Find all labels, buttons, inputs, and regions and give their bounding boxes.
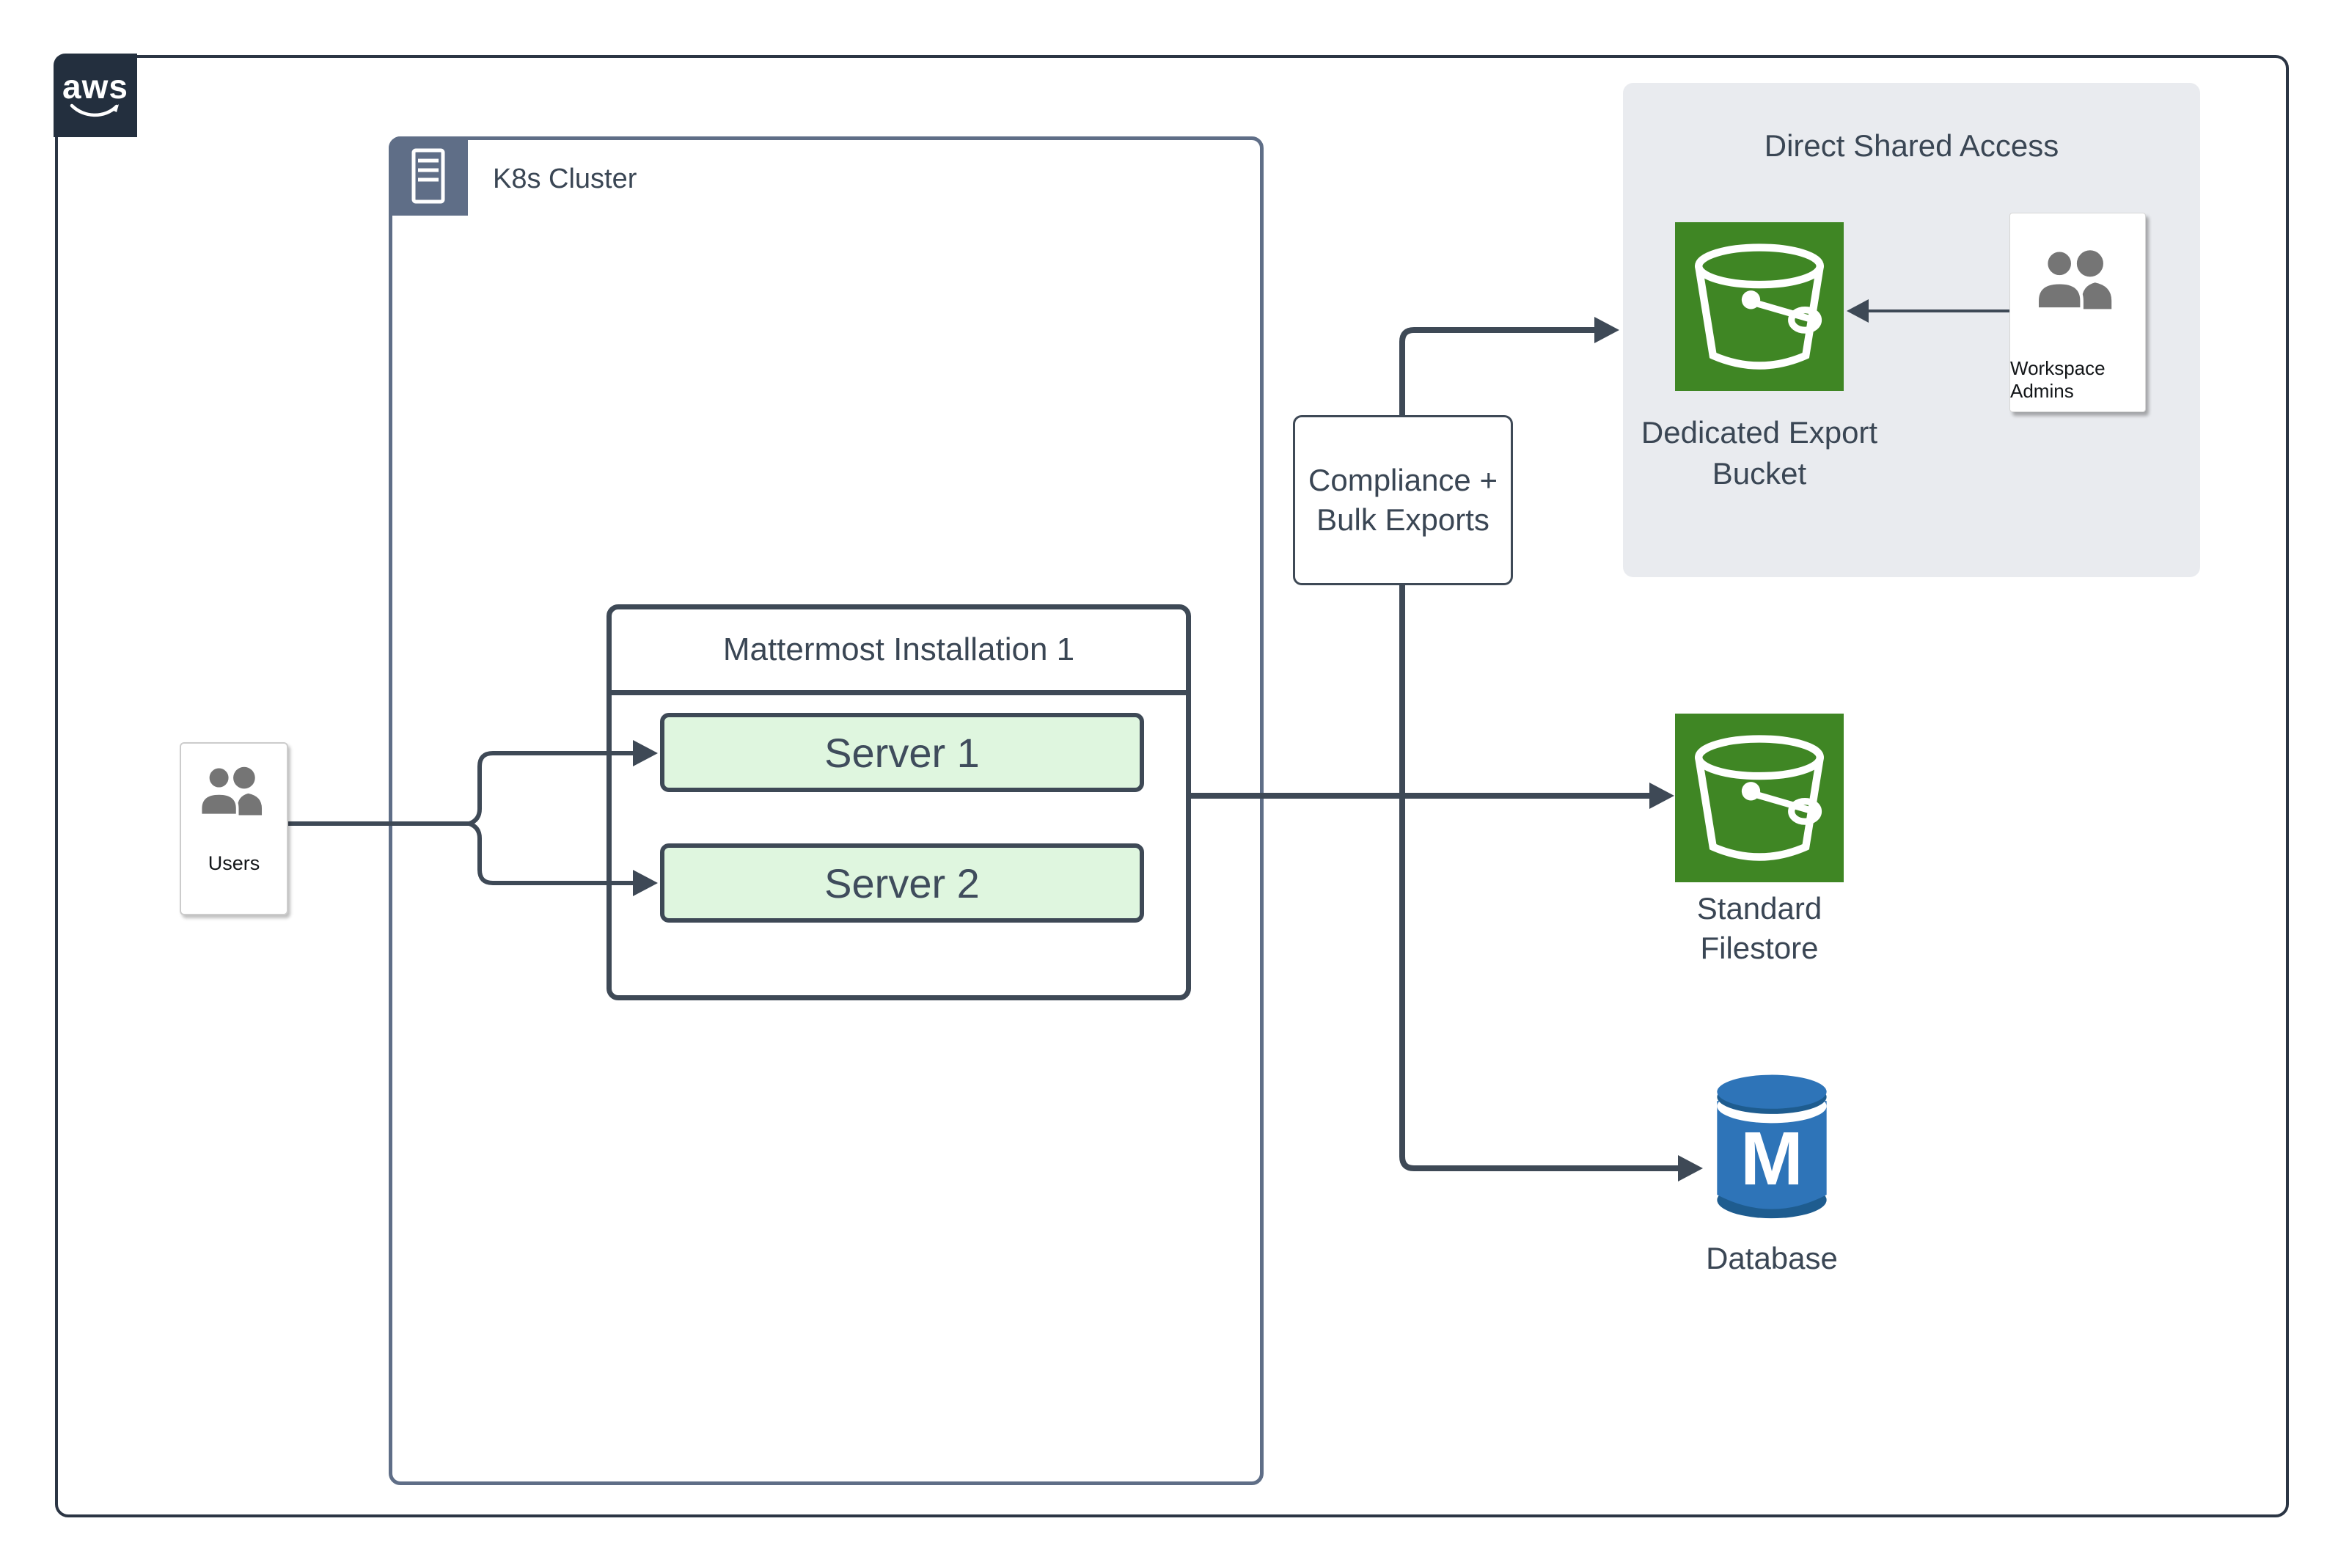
dedicated-export-bucket-label: Dedicated Export Bucket: [1576, 412, 1943, 494]
mattermost-installation-title: Mattermost Installation 1: [722, 631, 1075, 667]
users-card: Users: [180, 742, 288, 915]
workspace-admins-label: Workspace Admins: [2010, 357, 2106, 402]
server-rack-icon: [411, 148, 445, 204]
workspace-admins-card: Workspace Admins: [2009, 213, 2146, 412]
compliance-label-line1: Compliance +: [1308, 463, 1498, 497]
aws-smile-icon: [70, 103, 119, 117]
server-1-box: Server 1: [660, 713, 1144, 792]
server-2-box: Server 2: [660, 843, 1144, 923]
k8s-cluster-tab: [389, 136, 468, 216]
s3-bucket-icon-dedicated-export: [1675, 222, 1844, 391]
compliance-bulk-exports-box: Compliance + Bulk Exports: [1293, 415, 1513, 585]
k8s-cluster-label: K8s Cluster: [493, 164, 637, 194]
server-2-label: Server 2: [824, 860, 980, 906]
dedicated-export-bucket-label-line2: Bucket: [1712, 456, 1807, 491]
standard-filestore-label-line2: Filestore: [1700, 931, 1819, 965]
server-1-label: Server 1: [824, 729, 980, 776]
s3-bucket-icon-standard-filestore: [1675, 714, 1844, 882]
users-icon: [199, 765, 263, 817]
dedicated-export-bucket-label-line1: Dedicated Export: [1641, 415, 1878, 450]
standard-filestore-label-line1: Standard: [1696, 891, 1822, 926]
standard-filestore-label: Standard Filestore: [1576, 889, 1943, 968]
mattermost-installation-header: Mattermost Installation 1: [612, 609, 1186, 695]
compliance-label-line2: Bulk Exports: [1316, 502, 1489, 537]
users-label: Users: [208, 852, 260, 874]
mattermost-installation-box: Mattermost Installation 1: [607, 604, 1191, 1000]
diagram-outer-border: [55, 55, 2289, 1517]
aws-logo: aws: [54, 54, 137, 137]
direct-shared-access-title: Direct Shared Access: [1764, 128, 2059, 163]
k8s-cluster-box: [389, 136, 1264, 1485]
database-cylinder-icon: M: [1717, 1074, 1827, 1219]
workspace-admins-icon: [2035, 249, 2112, 311]
database-label: Database: [1706, 1241, 1838, 1275]
aws-logo-text: aws: [62, 67, 128, 106]
database-monogram: M: [1740, 1116, 1803, 1201]
